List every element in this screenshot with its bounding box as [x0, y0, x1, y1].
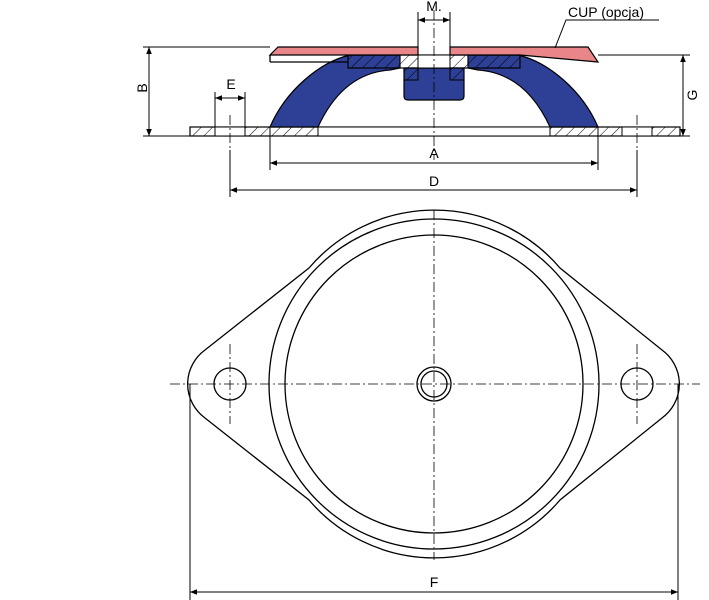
cup-leader [554, 19, 659, 49]
label-f: F [430, 574, 439, 590]
top-view [170, 209, 700, 560]
label-m: M. [426, 0, 442, 14]
label-cup: CUP (opcja) [568, 4, 644, 20]
label-e: E [226, 76, 235, 92]
label-g: G [684, 90, 700, 101]
label-a: A [429, 145, 439, 161]
dimensions-side: M. CUP (opcja) B E G A D [134, 0, 700, 197]
flange-outline [187, 209, 680, 559]
label-b: B [134, 83, 150, 92]
base-plate [189, 126, 681, 137]
dimension-f: F [189, 384, 679, 600]
side-view [189, 10, 681, 160]
label-d: D [429, 173, 439, 189]
